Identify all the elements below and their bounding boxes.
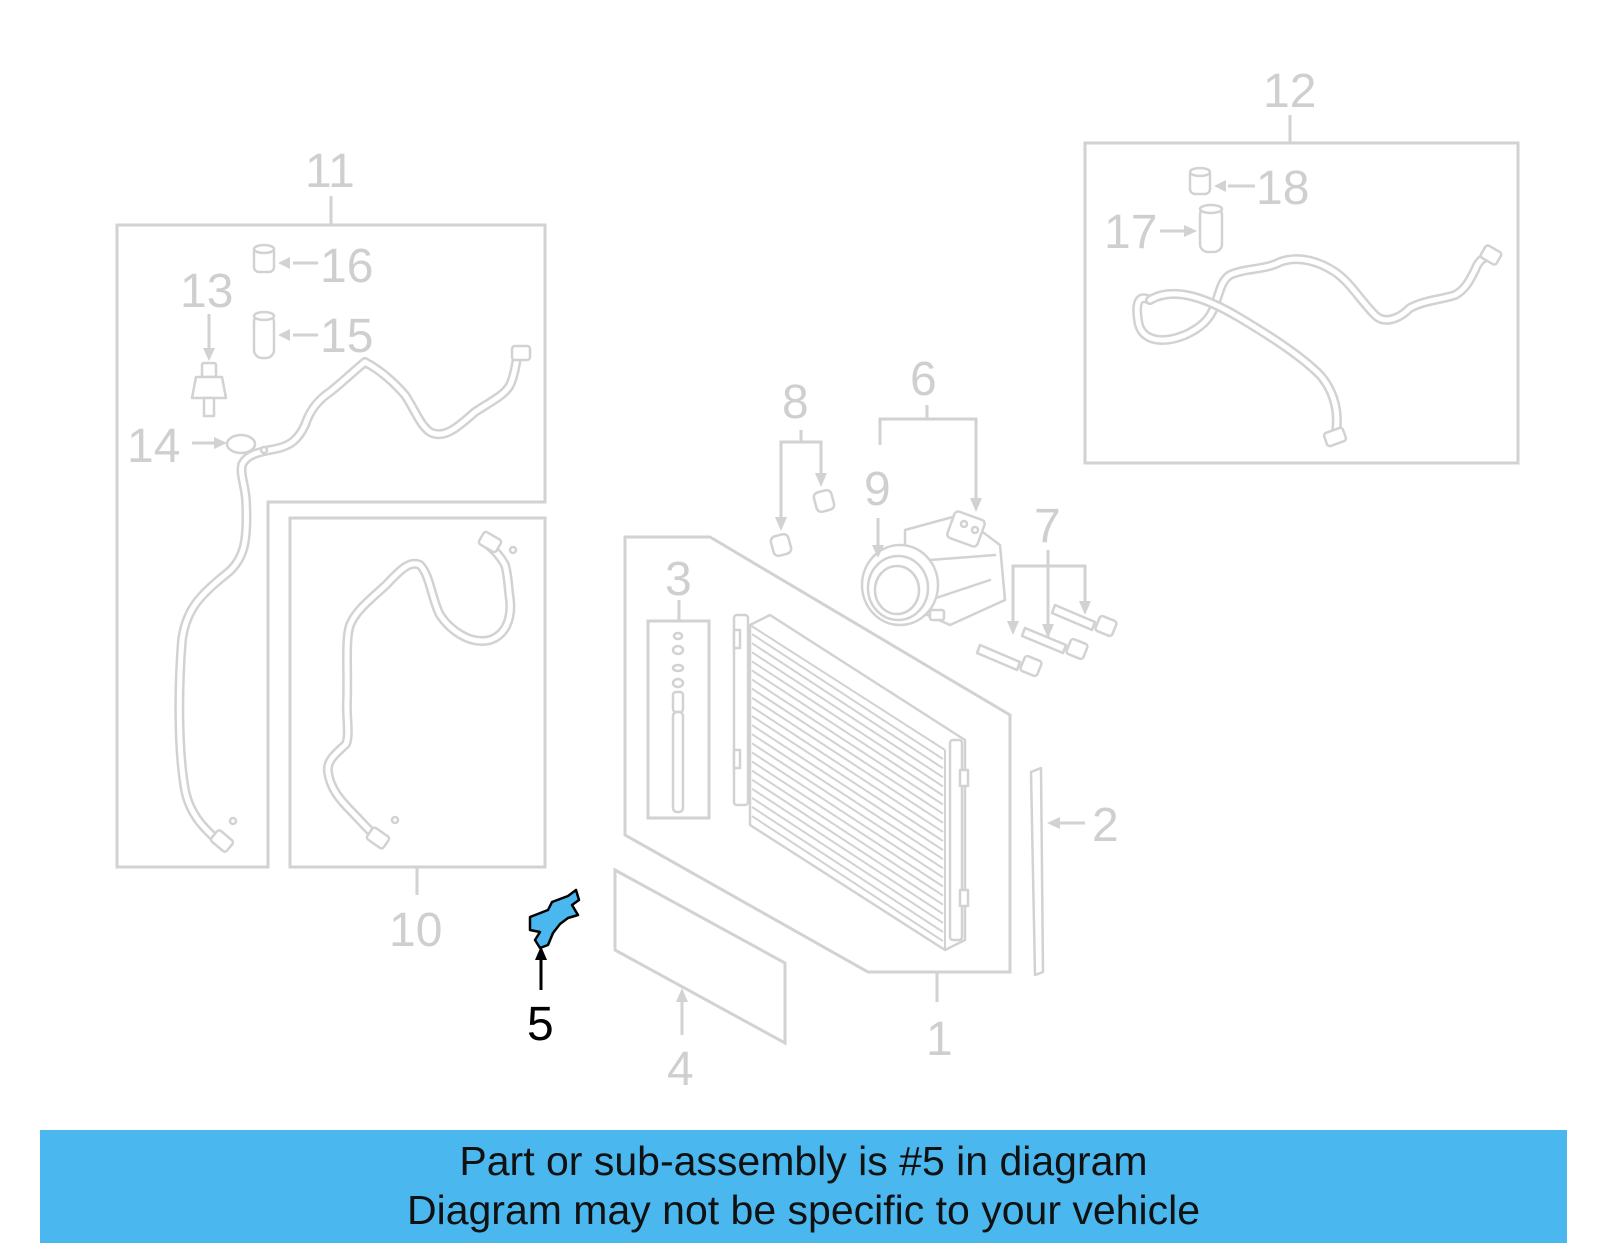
condenser-fin-line bbox=[751, 706, 944, 833]
group-11-box bbox=[115, 223, 547, 869]
banner-line-1: Part or sub-assembly is #5 in diagram bbox=[459, 1138, 1148, 1184]
callout-10: 10 bbox=[389, 904, 442, 957]
condenser-fin-line bbox=[751, 769, 944, 897]
callout-15: 15 bbox=[320, 310, 373, 363]
group-12-hose-assembly[interactable] bbox=[1083, 115, 1520, 465]
part-13-pressure-switch[interactable] bbox=[190, 361, 228, 418]
condenser-fin-line bbox=[751, 687, 944, 815]
group-11-hose-assembly[interactable] bbox=[115, 196, 547, 869]
callout-2: 2 bbox=[1092, 799, 1119, 852]
condenser-fin-line bbox=[751, 751, 944, 879]
part-15-cap[interactable] bbox=[252, 310, 276, 360]
part-3-drier-kit[interactable] bbox=[646, 600, 711, 820]
part-6-compressor[interactable] bbox=[860, 405, 1007, 627]
part-5-shape bbox=[528, 888, 581, 950]
condenser-assembly[interactable] bbox=[623, 535, 1012, 1002]
callout-5: 5 bbox=[527, 998, 554, 1051]
banner-line-2: Diagram may not be specific to your vehi… bbox=[406, 1187, 1200, 1233]
condenser-fin-line bbox=[751, 660, 944, 788]
part-7-bolts[interactable] bbox=[975, 550, 1118, 678]
part-17-cap[interactable] bbox=[1198, 203, 1224, 254]
condenser-fin-line bbox=[751, 724, 944, 851]
condenser-fin-line bbox=[751, 742, 944, 870]
part-14-o-ring[interactable] bbox=[225, 433, 257, 455]
part-1-condenser[interactable] bbox=[732, 613, 970, 952]
part-18-cap[interactable] bbox=[1188, 166, 1212, 196]
part-5-highlighted-bracket[interactable] bbox=[528, 888, 581, 990]
part-16-cap[interactable] bbox=[252, 243, 276, 274]
callout-12: 12 bbox=[1263, 65, 1316, 118]
info-banner: Part or sub-assembly is #5 in diagram Di… bbox=[40, 1130, 1567, 1243]
parts-diagram: 1 2 3 4 5 6 7 8 9 10 11 12 13 14 15 16 1… bbox=[115, 65, 1520, 1096]
callout-1: 1 bbox=[926, 1013, 953, 1066]
condenser-fin-line bbox=[751, 696, 944, 824]
part-9-clutch[interactable] bbox=[860, 518, 940, 627]
condenser-fin-line bbox=[751, 787, 944, 915]
part-8-caps[interactable] bbox=[769, 430, 836, 558]
condenser-fin-line bbox=[751, 651, 944, 779]
condenser-fin-line bbox=[751, 678, 944, 806]
callout-13: 13 bbox=[180, 265, 233, 318]
condenser-fin-line bbox=[751, 778, 944, 906]
part-4-panel[interactable] bbox=[613, 867, 787, 1046]
callout-4: 4 bbox=[667, 1043, 694, 1096]
condenser-fin-line bbox=[751, 806, 944, 933]
condenser-fin-line bbox=[751, 760, 944, 888]
condenser-fin-line bbox=[751, 642, 944, 770]
condenser-fin-line bbox=[751, 669, 944, 797]
condenser-fin-line bbox=[751, 797, 944, 924]
callout-16: 16 bbox=[320, 240, 373, 293]
callout-6: 6 bbox=[910, 353, 937, 406]
condenser-fin-line bbox=[751, 733, 944, 861]
callout-7: 7 bbox=[1034, 500, 1061, 553]
callout-8: 8 bbox=[782, 376, 809, 429]
callout-14: 14 bbox=[127, 420, 180, 473]
condenser-fin-line bbox=[751, 715, 944, 842]
condenser-fin-line bbox=[751, 633, 944, 760]
group-12-box bbox=[1083, 141, 1520, 465]
callout-9: 9 bbox=[864, 463, 891, 516]
group-10-hose-assembly[interactable] bbox=[288, 516, 547, 895]
callout-11: 11 bbox=[305, 145, 355, 198]
part-2-seal[interactable] bbox=[1029, 766, 1085, 977]
condenser-fin-line bbox=[751, 815, 944, 942]
callout-3: 3 bbox=[665, 553, 692, 606]
condenser-box bbox=[623, 535, 1012, 974]
callout-17: 17 bbox=[1104, 206, 1157, 259]
callout-18: 18 bbox=[1256, 162, 1309, 215]
